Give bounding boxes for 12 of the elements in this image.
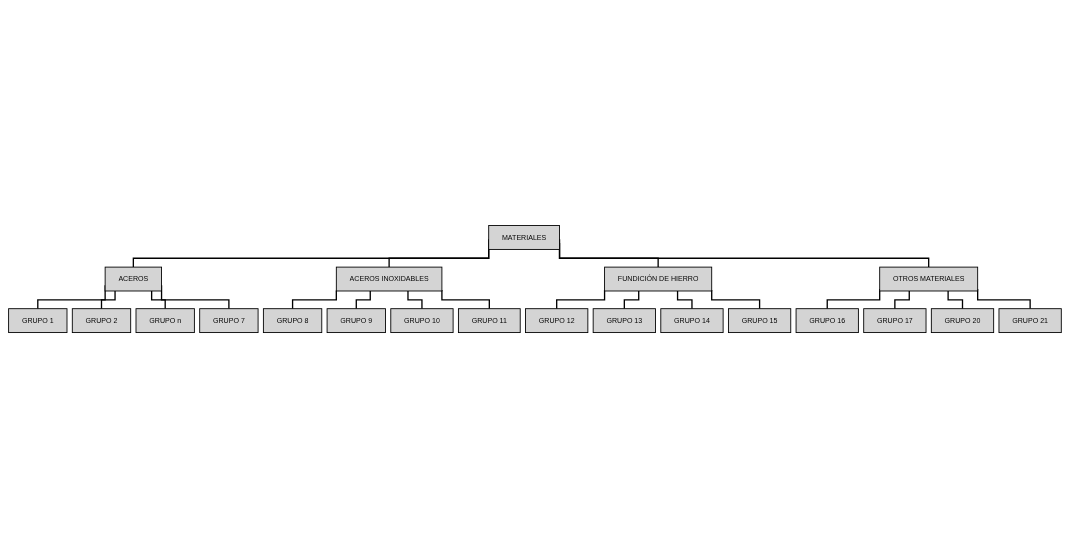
connector [355,290,371,310]
connector [556,289,606,310]
connector [100,290,116,310]
connector [151,290,166,310]
connector [676,290,693,310]
connector [291,290,338,310]
connector [623,290,640,310]
connector [407,290,423,310]
connector [947,290,964,310]
connector [441,289,491,310]
connector [894,290,910,310]
connector [711,289,761,310]
